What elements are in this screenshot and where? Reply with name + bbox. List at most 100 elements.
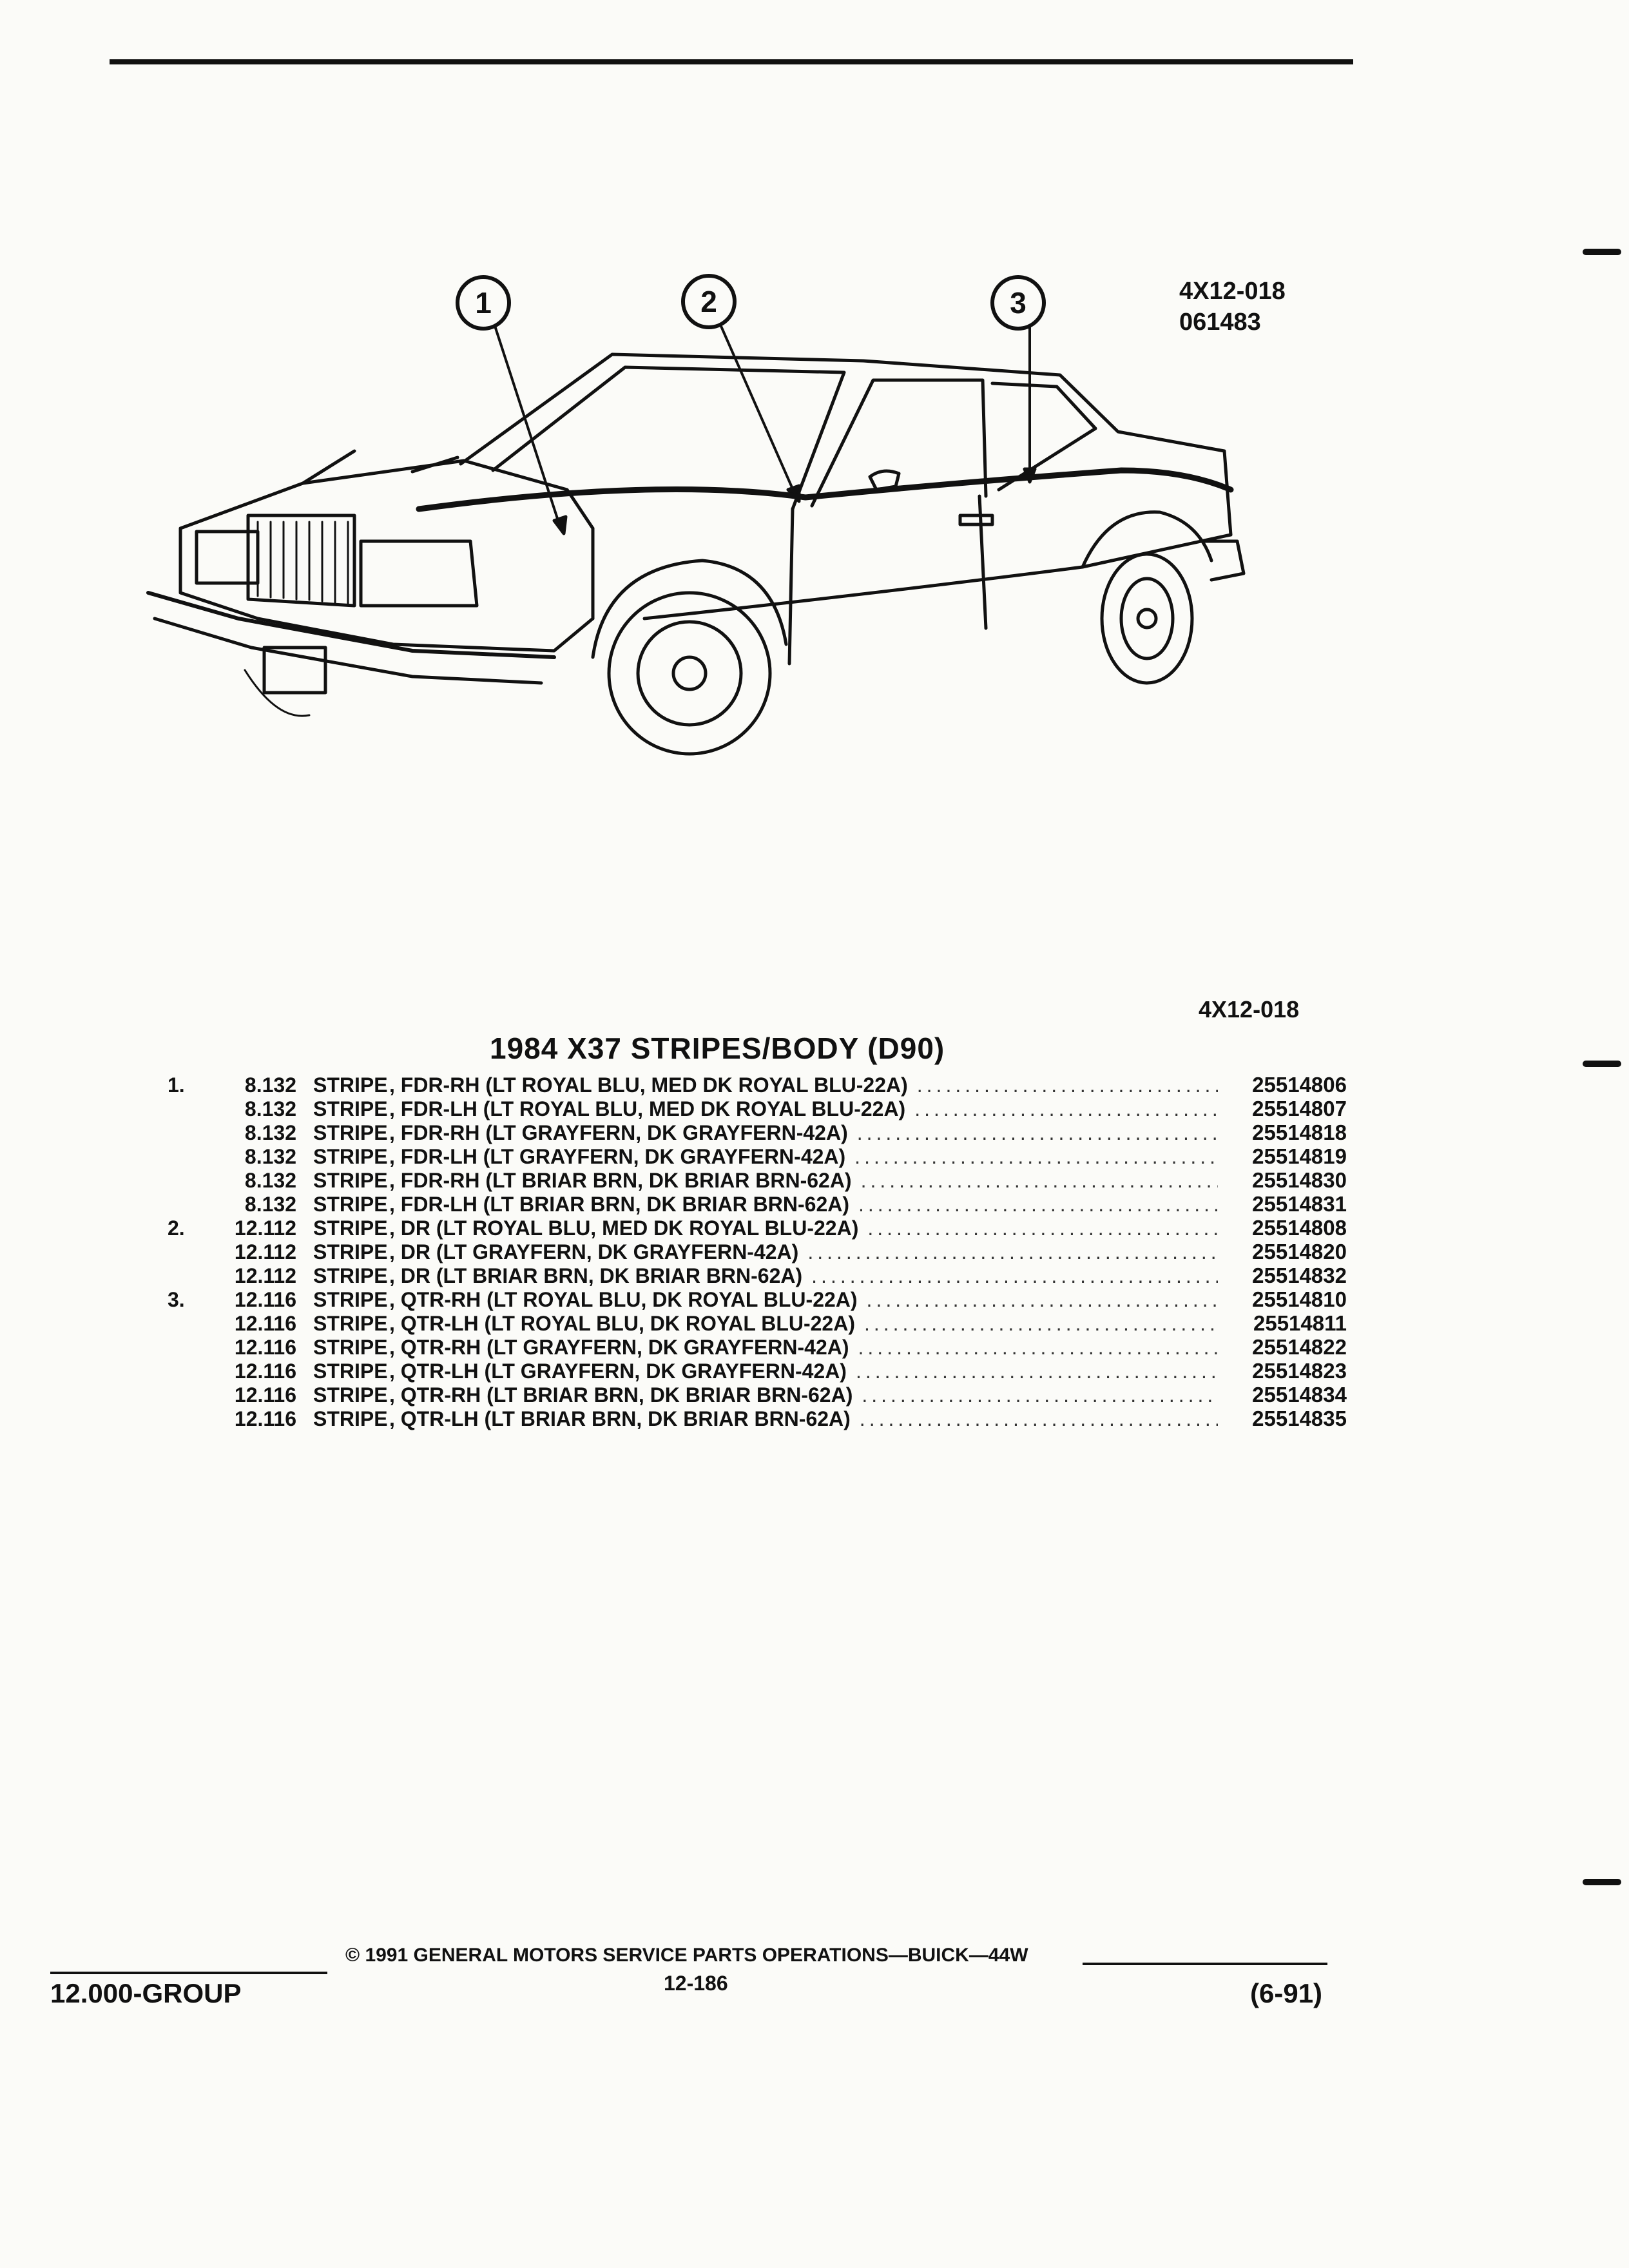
callout-2: 2	[681, 274, 801, 503]
part-number: 25514808	[1252, 1216, 1347, 1240]
callout-3: 3	[990, 275, 1046, 484]
leader-dots: ........................................…	[811, 1264, 1218, 1287]
part-name: STRIPE	[313, 1169, 388, 1192]
part-name: STRIPE	[313, 1288, 388, 1311]
section-title: 1984 X37 STRIPES/BODY (D90)	[490, 1032, 945, 1065]
parts-row: 2. 12.112 STRIPE, DR (LT ROYAL BLU, MED DK…	[168, 1216, 1347, 1240]
parts-row: 8.132 STRIPE, FDR-LH (LT ROYAL BLU, MED D…	[168, 1097, 1347, 1120]
part-description: , FDR-LH (LT BRIAR BRN, DK BRIAR BRN-62A…	[389, 1193, 850, 1216]
part-number: 25514819	[1252, 1144, 1347, 1168]
part-description: , FDR-LH (LT ROYAL BLU, MED DK ROYAL BLU…	[389, 1097, 906, 1120]
parts-row: 1. 8.132 STRIPE, FDR-RH (LT ROYAL BLU, MED…	[168, 1073, 1347, 1097]
part-description: , FDR-RH (LT BRIAR BRN, DK BRIAR BRN-62A…	[389, 1169, 852, 1192]
edge-mark	[1583, 249, 1621, 255]
parts-row: 8.132 STRIPE, FDR-RH (LT GRAYFERN, DK GRA…	[168, 1120, 1347, 1144]
reference-number: 8.132	[244, 1145, 296, 1168]
leader-dots: ........................................…	[855, 1360, 1218, 1383]
part-description: , FDR-RH (LT ROYAL BLU, MED DK ROYAL BLU…	[389, 1073, 908, 1097]
edge-mark	[1583, 1879, 1621, 1885]
leader-dots: ........................................…	[916, 1073, 1218, 1097]
reference-number: 12.116	[234, 1360, 296, 1383]
part-description: , FDR-RH (LT GRAYFERN, DK GRAYFERN-42A)	[389, 1121, 848, 1144]
footer-page-number: 12-186	[664, 1972, 728, 1995]
parts-row: 8.132 STRIPE, FDR-RH (LT BRIAR BRN, DK BR…	[168, 1168, 1347, 1192]
parts-row: 8.132 STRIPE, FDR-LH (LT BRIAR BRN, DK BR…	[168, 1192, 1347, 1216]
leader-dots: ........................................…	[863, 1312, 1218, 1335]
reference-number: 12.112	[234, 1240, 296, 1264]
leader-dots: ........................................…	[860, 1169, 1218, 1192]
reference-number: 12.116	[234, 1407, 296, 1430]
reference-number: 12.112	[234, 1216, 296, 1240]
leader-dots: ........................................…	[859, 1407, 1218, 1430]
part-description: , DR (LT ROYAL BLU, MED DK ROYAL BLU-22A…	[389, 1216, 859, 1240]
part-name: STRIPE	[313, 1145, 388, 1168]
part-description: , FDR-LH (LT GRAYFERN, DK GRAYFERN-42A)	[389, 1145, 846, 1168]
reference-number: 8.132	[244, 1121, 296, 1144]
reference-number: 12.112	[234, 1264, 296, 1287]
part-description: , QTR-RH (LT ROYAL BLU, DK ROYAL BLU-22A…	[389, 1288, 858, 1311]
leader-dots: ........................................…	[867, 1216, 1218, 1240]
leader-dots: ........................................…	[866, 1288, 1218, 1311]
footer-rule-right	[1083, 1963, 1327, 1965]
item-number: 3.	[168, 1288, 185, 1311]
part-number: 25514822	[1252, 1335, 1347, 1359]
part-name: STRIPE	[313, 1360, 388, 1383]
part-description: , QTR-LH (LT BRIAR BRN, DK BRIAR BRN-62A…	[389, 1407, 851, 1430]
part-name: STRIPE	[313, 1264, 388, 1287]
figure-code: 4X12-018	[1179, 278, 1286, 305]
part-description: , QTR-LH (LT ROYAL BLU, DK ROYAL BLU-22A…	[389, 1312, 855, 1335]
reference-number: 8.132	[244, 1193, 296, 1216]
callout-1-label: 1	[475, 286, 492, 320]
leader-dots: ........................................…	[858, 1193, 1218, 1216]
callout-3-label: 3	[1010, 286, 1027, 320]
part-number: 25514811	[1253, 1311, 1347, 1335]
footer-group: 12.000-GROUP	[50, 1978, 242, 2008]
parts-row: 8.132 STRIPE, FDR-LH (LT GRAYFERN, DK GRA…	[168, 1144, 1347, 1168]
part-name: STRIPE	[313, 1240, 388, 1264]
reference-number: 8.132	[244, 1097, 296, 1120]
part-number: 25514820	[1252, 1240, 1347, 1264]
section-code: 4X12-018	[1199, 996, 1300, 1023]
part-number: 25514807	[1252, 1097, 1347, 1120]
parts-row: 12.112 STRIPE, DR (LT GRAYFERN, DK GRAYFE…	[168, 1240, 1347, 1264]
part-number: 25514830	[1252, 1168, 1347, 1192]
part-name: STRIPE	[313, 1073, 388, 1097]
part-name: STRIPE	[313, 1193, 388, 1216]
part-description: , DR (LT GRAYFERN, DK GRAYFERN-42A)	[389, 1240, 799, 1264]
top-rule	[110, 59, 1353, 64]
item-number: 2.	[168, 1216, 185, 1240]
part-name: STRIPE	[313, 1216, 388, 1240]
footer-revision: (6-91)	[1250, 1978, 1323, 2008]
footer-copyright: © 1991 GENERAL MOTORS SERVICE PARTS OPER…	[345, 1945, 1028, 1966]
part-number: 25514806	[1252, 1073, 1347, 1097]
part-description: , QTR-RH (LT GRAYFERN, DK GRAYFERN-42A)	[389, 1336, 849, 1359]
callout-2-label: 2	[700, 285, 717, 318]
figure-date-code: 061483	[1179, 309, 1261, 336]
leader-dots: ........................................…	[807, 1240, 1218, 1264]
part-name: STRIPE	[313, 1121, 388, 1144]
item-number: 1.	[168, 1073, 185, 1097]
reference-number: 12.116	[234, 1383, 296, 1407]
part-name: STRIPE	[313, 1383, 388, 1407]
leader-dots: ........................................…	[858, 1336, 1218, 1359]
reference-number: 12.116	[234, 1336, 296, 1359]
reference-number: 8.132	[244, 1073, 296, 1097]
part-name: STRIPE	[313, 1097, 388, 1120]
part-number: 25514810	[1252, 1287, 1347, 1311]
leader-dots: ........................................…	[862, 1383, 1218, 1407]
car-body	[146, 352, 1246, 756]
reference-number: 12.116	[234, 1312, 296, 1335]
leader-dots: ........................................…	[856, 1121, 1218, 1144]
part-number: 25514831	[1252, 1192, 1347, 1216]
parts-row: 12.112 STRIPE, DR (LT BRIAR BRN, DK BRIAR…	[168, 1264, 1347, 1287]
part-description: , DR (LT BRIAR BRN, DK BRIAR BRN-62A)	[389, 1264, 803, 1287]
reference-number: 8.132	[244, 1169, 296, 1192]
part-number: 25514832	[1252, 1264, 1347, 1287]
car-illustration: 1 2 3	[146, 274, 1246, 756]
